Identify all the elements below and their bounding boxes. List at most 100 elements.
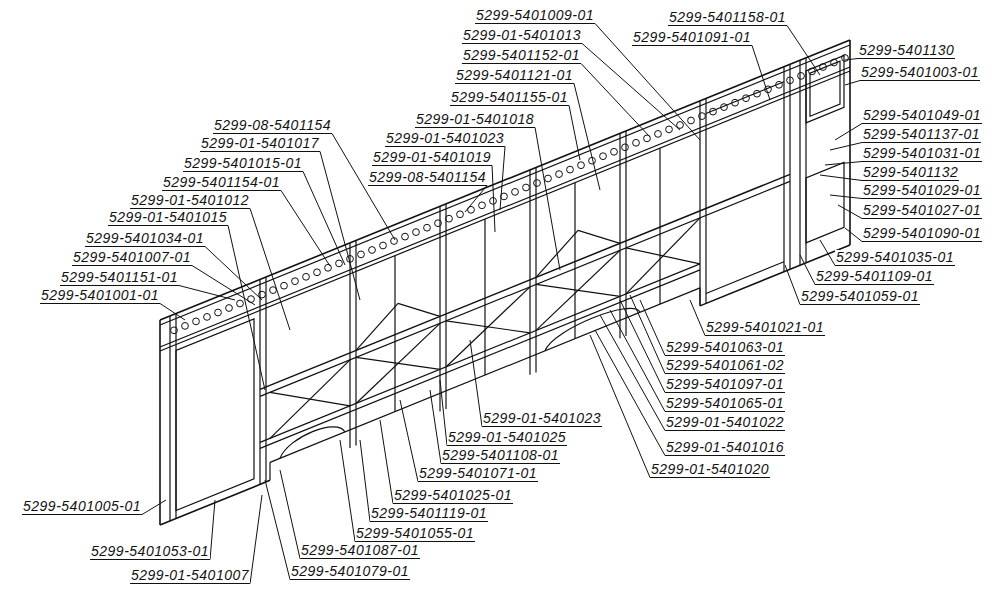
frame-member <box>536 284 620 296</box>
part-number: 5299-5401007-01 <box>72 250 192 266</box>
lightening-hole <box>402 233 409 240</box>
part-number: 5299-01-5401018 <box>415 112 535 128</box>
part-number: 5299-5401087-01 <box>300 543 420 559</box>
part-number: 5299-01-5401017 <box>200 136 320 152</box>
frame-member <box>160 40 850 320</box>
lightening-hole <box>259 291 266 298</box>
frame-member <box>160 45 850 325</box>
leader-line <box>569 106 580 161</box>
leader-line <box>787 26 820 76</box>
leader-line <box>281 191 330 267</box>
part-number: 5299-08-5401154 <box>213 118 332 134</box>
part-number: 5299-01-5401023 <box>482 411 602 427</box>
lightening-hole <box>215 309 222 316</box>
leader-line <box>440 380 447 446</box>
part-number: 5299-5401097-01 <box>665 377 785 393</box>
lightening-hole <box>611 148 618 155</box>
part-number: 5299-5401079-01 <box>290 564 410 580</box>
leader-line <box>752 46 770 101</box>
part-number: 5299-5401015-01 <box>183 156 303 172</box>
rear-window <box>806 55 844 123</box>
wheel-arch <box>545 308 640 350</box>
lightening-hole <box>820 64 827 71</box>
frame-member <box>625 131 626 336</box>
part-number: 5299-5401091-01 <box>632 30 752 46</box>
leader-line <box>590 335 650 478</box>
part-number: 5299-5401155-01 <box>450 90 569 106</box>
part-number: 5299-01-5401020 <box>650 462 770 478</box>
wheel-arch <box>280 427 345 458</box>
leader-line <box>574 84 600 191</box>
lightening-hole <box>578 162 585 169</box>
lightening-hole <box>281 282 288 289</box>
leader-line <box>830 195 862 199</box>
frame-member <box>265 277 266 482</box>
leader-line <box>340 440 355 542</box>
lightening-hole <box>523 184 530 191</box>
frame-member <box>659 148 660 304</box>
frame-member <box>260 174 790 389</box>
frame-member <box>529 170 530 375</box>
frame-member <box>619 133 620 338</box>
part-number: 5299-01-5401016 <box>665 440 785 456</box>
lightening-hole <box>732 99 739 106</box>
leader-line <box>825 162 862 166</box>
leader-line <box>820 240 835 266</box>
part-number: 5299-01-5401025 <box>447 430 567 446</box>
frame-member <box>783 67 784 272</box>
part-number: 5299-5401154-01 <box>162 175 281 191</box>
part-number: 5299-5401025-01 <box>393 488 513 504</box>
lightening-hole <box>787 77 794 84</box>
part-number: 5299-01-5401019 <box>372 150 492 166</box>
frame-member <box>789 64 790 269</box>
part-number: 5299-5401059-01 <box>800 289 920 305</box>
part-number: 5299-08-5401154 <box>368 170 487 186</box>
frame-member <box>356 303 398 350</box>
lightening-hole <box>666 126 673 133</box>
lightening-hole <box>622 144 629 151</box>
lightening-hole <box>534 180 541 187</box>
leader-line <box>179 286 235 301</box>
part-number: 5299-5401005-01 <box>22 499 142 515</box>
leader-line <box>400 400 418 482</box>
frame-member <box>626 218 700 294</box>
leader-line <box>800 255 815 285</box>
frame-member <box>349 243 350 448</box>
lightening-hole <box>435 220 442 227</box>
leader-line <box>595 330 665 456</box>
part-number: 5299-5401031-01 <box>862 146 982 162</box>
part-number: 5299-5401053-01 <box>90 544 210 560</box>
part-number: 5299-5401029-01 <box>862 183 982 199</box>
leader-line <box>845 228 862 242</box>
part-number: 5299-5401119-01 <box>370 506 488 522</box>
leader-line <box>303 172 345 266</box>
part-number: 5299-5401151-01 <box>60 270 179 286</box>
lightening-hole <box>512 189 519 196</box>
leader-line <box>845 81 860 86</box>
front-panel <box>176 319 254 511</box>
lightening-hole <box>325 264 332 271</box>
leader-line <box>535 128 560 271</box>
lightening-hole <box>424 224 431 231</box>
part-number: 5299-01-5401012 <box>130 193 250 209</box>
rear-panel <box>806 162 844 243</box>
leader-line <box>210 500 215 560</box>
frame-member <box>160 67 850 347</box>
lightening-hole <box>831 59 838 66</box>
lightening-hole <box>688 117 695 124</box>
leader-line <box>845 59 858 61</box>
lightening-hole <box>171 327 178 334</box>
part-number: 5299-5401065-01 <box>665 396 785 412</box>
leader-line <box>620 300 665 393</box>
lightening-hole <box>303 273 310 280</box>
lightening-hole <box>809 68 816 75</box>
part-number: 5299-5401108-01 <box>441 448 560 464</box>
part-number: 5299-5401158-01 <box>668 10 787 26</box>
leader-line <box>465 186 487 213</box>
frame-member <box>446 321 530 333</box>
frame-member <box>484 219 485 375</box>
leader-line <box>838 205 862 219</box>
leader-line <box>142 500 166 515</box>
leader-line <box>430 390 441 464</box>
